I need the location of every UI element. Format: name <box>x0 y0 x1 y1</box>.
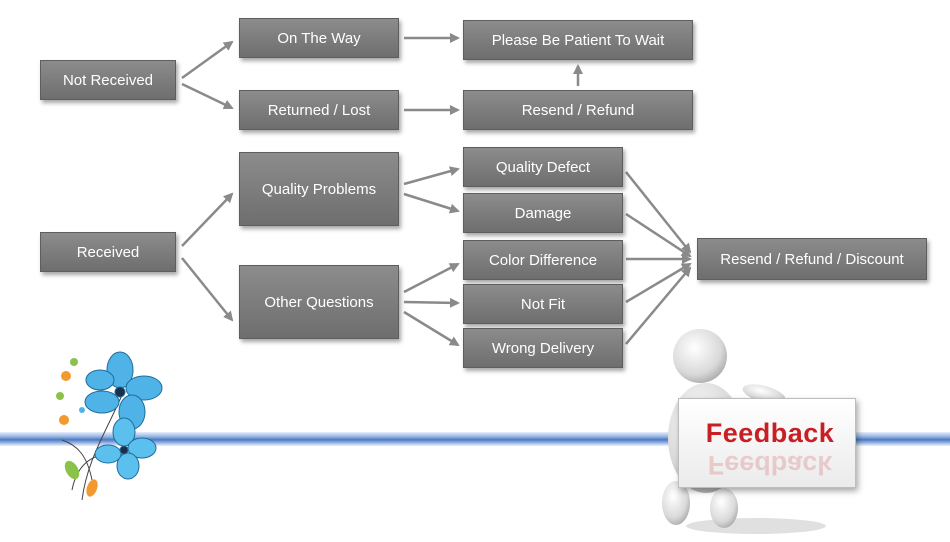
flower-1 <box>84 351 163 430</box>
node-resend-refund-discount: Resend / Refund / Discount <box>697 238 927 280</box>
node-damage: Damage <box>463 193 623 233</box>
edge-received-quality-problems <box>181 192 234 247</box>
node-not-received: Not Received <box>40 60 176 100</box>
figure-shadow <box>686 518 826 534</box>
node-color-difference: Color Difference <box>463 240 623 280</box>
edge-not-received-on-the-way <box>181 40 234 80</box>
node-not-fit: Not Fit <box>463 284 623 324</box>
node-quality-problems: Quality Problems <box>239 152 399 226</box>
node-resend-refund: Resend / Refund <box>463 90 693 130</box>
node-returned-lost: Returned / Lost <box>239 90 399 130</box>
node-received: Received <box>40 232 176 272</box>
edge-quality-defect-resend <box>625 171 692 254</box>
edge-damage-resend <box>625 212 692 258</box>
edge-quality-problems-damage <box>403 192 460 214</box>
node-other-questions: Other Questions <box>239 265 399 339</box>
feedback-card <box>678 398 856 488</box>
flower-illustration <box>56 351 163 500</box>
flower-2 <box>94 417 157 480</box>
edge-other-questions-not-fit <box>403 297 460 308</box>
feedback-label: Feedback <box>705 418 835 448</box>
edge-wrong-delivery-resend <box>625 266 692 345</box>
edge-not-received-returned-lost <box>181 82 234 110</box>
node-wrong-delivery: Wrong Delivery <box>463 328 623 368</box>
node-quality-defect: Quality Defect <box>463 147 623 187</box>
feedback-label-reflection: Feedback <box>707 450 833 480</box>
node-on-the-way: On The Way <box>239 18 399 58</box>
node-please-wait: Please Be Patient To Wait <box>463 20 693 60</box>
edge-quality-problems-quality-defect <box>403 166 460 186</box>
figure-head <box>673 329 727 383</box>
edge-other-questions-wrong-delivery <box>403 310 460 347</box>
edge-other-questions-color-difference <box>403 262 460 294</box>
edge-not-fit-resend <box>625 262 692 304</box>
edge-received-other-questions <box>181 257 234 322</box>
